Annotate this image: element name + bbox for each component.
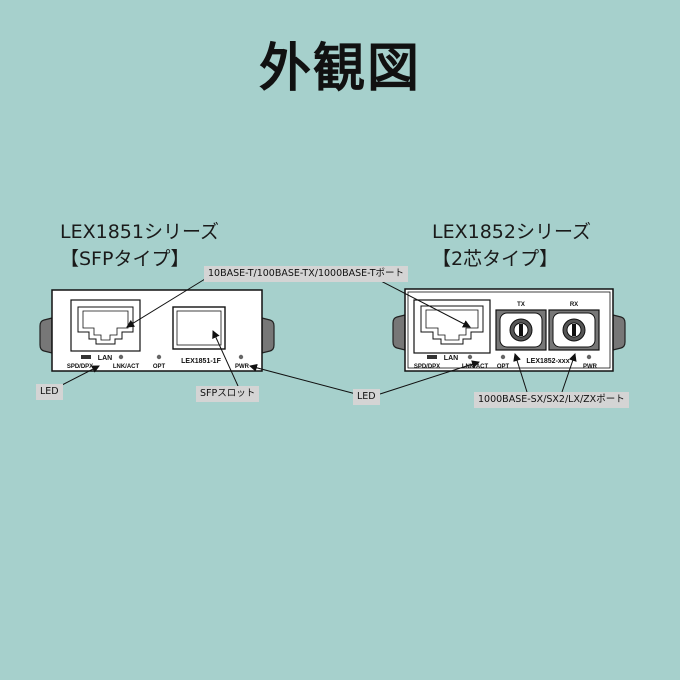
device-1-lnk-label: LNK/ACT <box>113 364 140 370</box>
leader-fiber-tx <box>513 353 528 393</box>
device-1-spd-label: SPD/DPX <box>67 364 93 370</box>
device-2-lnk-label: LNK/ACT <box>462 364 489 370</box>
leader-port10-right <box>376 278 471 328</box>
leader-lines <box>61 278 577 395</box>
device-2-left-ear <box>392 314 406 351</box>
device-1-left-ear <box>39 317 53 354</box>
device-1-series: LEX1851シリーズ <box>60 221 220 243</box>
device-1-pwr-led <box>238 354 244 360</box>
device-2-spd-led <box>427 355 437 359</box>
device-2-right-ear <box>612 314 626 351</box>
device-2-heading: LEX1852シリーズ 【2芯タイプ】 <box>432 219 591 273</box>
device-1-lan-label: LAN <box>98 355 112 362</box>
device-1-opt-label: OPT <box>153 364 166 370</box>
device-1-opt-led <box>156 354 162 360</box>
device-1-sfp-slot <box>172 306 226 350</box>
callout-sfp-slot: SFPスロット <box>196 386 260 402</box>
device-2-opt-led <box>500 354 506 360</box>
leader-led-center-left <box>249 363 357 395</box>
leader-sfp-slot <box>212 330 239 387</box>
device-2-rx-port <box>548 309 600 351</box>
device-2-tx-port <box>495 309 547 351</box>
leader-led-left <box>61 365 100 386</box>
device-1-type: 【SFPタイプ】 <box>60 248 190 270</box>
device-2-lnk-led <box>467 354 473 360</box>
leader-fiber-rx <box>561 353 577 393</box>
device-1-model-label: LEX1851-1F <box>181 358 221 365</box>
device-2-series: LEX1852シリーズ <box>432 221 592 243</box>
device-1-heading: LEX1851シリーズ 【SFPタイプ】 <box>60 219 219 273</box>
device-1-right-ear <box>261 317 275 354</box>
device-2-tx-label: TX <box>517 302 525 308</box>
device-2-opt-label: OPT <box>497 364 510 370</box>
device-1-panel: LAN SPD/DPX LNK/ACT OPT LEX1851-1F PWR <box>39 289 275 372</box>
callout-led-center: LED <box>353 389 380 405</box>
callout-led-left: LED <box>36 384 63 400</box>
device-2-model-label: LEX1852-xxx <box>526 358 569 365</box>
device-1-lnk-led <box>118 354 124 360</box>
page-title: 外観図 <box>258 39 421 99</box>
leader-port10-left <box>126 278 206 328</box>
device-2-type: 【2芯タイプ】 <box>432 248 559 270</box>
device-1-pwr-label: PWR <box>235 364 250 370</box>
device-1-spd-led <box>81 355 91 359</box>
device-2-pwr-label: PWR <box>583 364 598 370</box>
device-2-lan-label: LAN <box>444 355 458 362</box>
leader-led-center-right <box>379 360 480 395</box>
device-2-panel: TX RX LAN SPD/DPX LNK/ACT OPT LEX1852-xx… <box>392 288 626 372</box>
callout-port-1000base: 1000BASE-SX/SX2/LX/ZXポート <box>474 392 629 408</box>
device-2-rx-label: RX <box>570 302 578 308</box>
device-2-pwr-led <box>586 354 592 360</box>
callout-port-10base: 10BASE-T/100BASE-TX/1000BASE-Tポート <box>204 266 409 282</box>
device-2-spd-label: SPD/DPX <box>414 364 440 370</box>
device-2-lan-port <box>413 299 491 354</box>
